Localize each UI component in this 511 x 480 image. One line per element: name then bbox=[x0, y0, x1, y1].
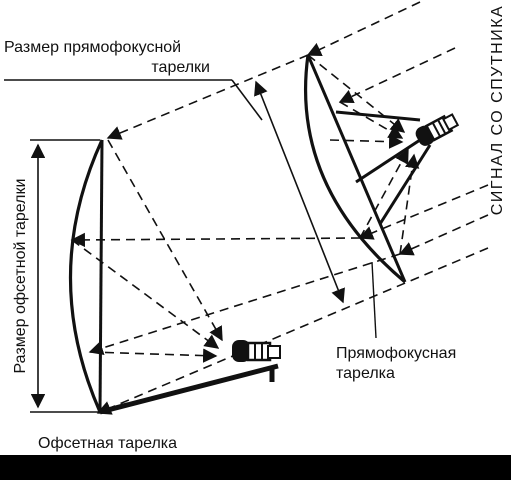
prime-focus-dish bbox=[304, 54, 432, 284]
offset-reflections bbox=[71, 139, 223, 363]
prime-dish-support-low bbox=[378, 144, 432, 225]
offset-size-label: Размер офсетной тарелки bbox=[12, 179, 29, 374]
prime-size-label-line2: тарелки bbox=[151, 59, 210, 76]
prime-dish-support-mid bbox=[355, 138, 421, 184]
prime-dish-chord bbox=[306, 54, 407, 283]
offset-dish-label: Офсетная тарелка bbox=[38, 435, 177, 452]
signal-ray-1 bbox=[306, 1, 421, 56]
signal-ray-5 bbox=[398, 214, 489, 256]
signal-ray-2 bbox=[338, 47, 456, 104]
offset-dish-reflector bbox=[68, 139, 104, 413]
prime-size-dimension bbox=[4, 79, 345, 304]
offset-size-dimension bbox=[30, 139, 100, 413]
offset-dish bbox=[68, 139, 279, 415]
offset-dish-chord bbox=[98, 139, 104, 413]
prime-lnb bbox=[415, 113, 460, 146]
signal-ray-6 bbox=[70, 232, 361, 248]
offset-lnb bbox=[232, 340, 281, 362]
signal-ray-4 bbox=[358, 184, 489, 240]
prime-dish-support-top bbox=[335, 110, 421, 122]
signal-ray-8 bbox=[96, 247, 489, 415]
prime-size-label-line1: Размер прямофокусной bbox=[4, 39, 181, 56]
prime-dish-label-line1: Прямофокусная bbox=[336, 345, 456, 362]
prime-dish-leader bbox=[371, 261, 377, 339]
prime-dish-label-line2: тарелка bbox=[336, 365, 395, 382]
satellite-signal-label: СИГНАЛ СО СПУТНИКА bbox=[489, 5, 506, 215]
prime-reflections bbox=[307, 54, 420, 255]
signal-ray-7 bbox=[88, 253, 401, 355]
prime-dish-reflector bbox=[304, 54, 407, 284]
signal-ray-3 bbox=[106, 54, 309, 140]
offset-dish-arm bbox=[99, 363, 279, 415]
prime-size-arrow bbox=[254, 80, 345, 304]
bottom-bar bbox=[0, 455, 511, 480]
